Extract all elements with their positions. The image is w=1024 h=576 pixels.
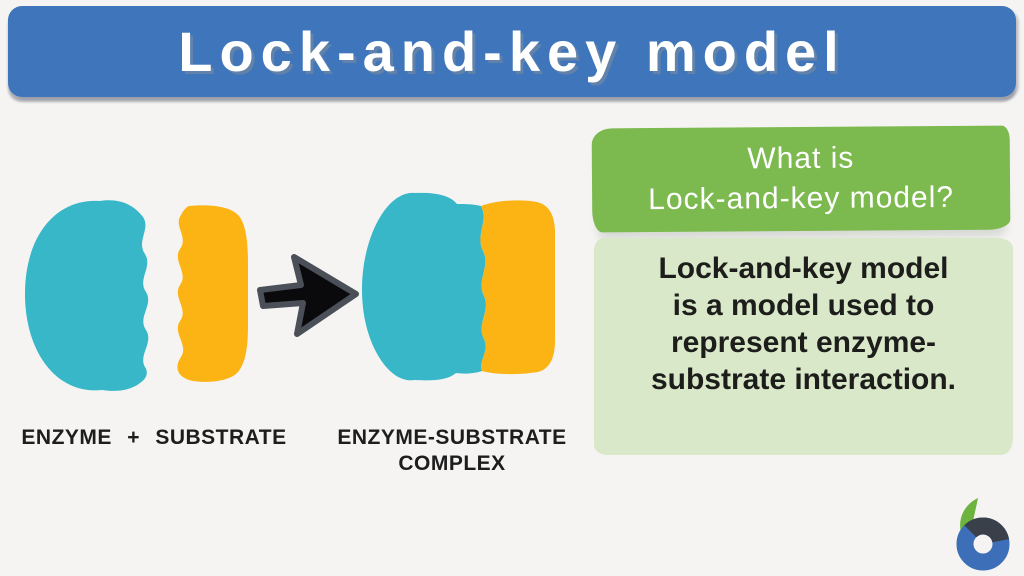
question-line1: What is	[747, 141, 855, 176]
question-banner: What is Lock-and-key model?	[591, 125, 1011, 233]
complex-label-line2: COMPLEX	[398, 452, 506, 475]
question-line2: Lock-and-key model?	[648, 180, 955, 217]
complex-substrate-shape-icon	[480, 200, 555, 375]
brand-logo-icon	[956, 498, 1010, 571]
enzyme-shape-icon	[25, 200, 149, 391]
definition-text: Lock-and-key model is a model used to re…	[650, 252, 957, 396]
complex-label: ENZYME-SUBSTRATE COMPLEX	[330, 425, 574, 477]
page-title: Lock-and-key model	[178, 20, 846, 83]
complex-label-line1: ENZYME-SUBSTRATE	[337, 426, 567, 449]
arrow-right-icon	[257, 254, 359, 337]
enzyme-substrate-label: ENZYME + SUBSTRATE	[21, 426, 287, 449]
complex-enzyme-shape-icon	[361, 192, 486, 381]
definition-box: Lock-and-key model is a model used to re…	[594, 238, 1013, 455]
header-banner: Lock-and-key model	[8, 6, 1016, 97]
substrate-shape-icon	[177, 205, 248, 382]
